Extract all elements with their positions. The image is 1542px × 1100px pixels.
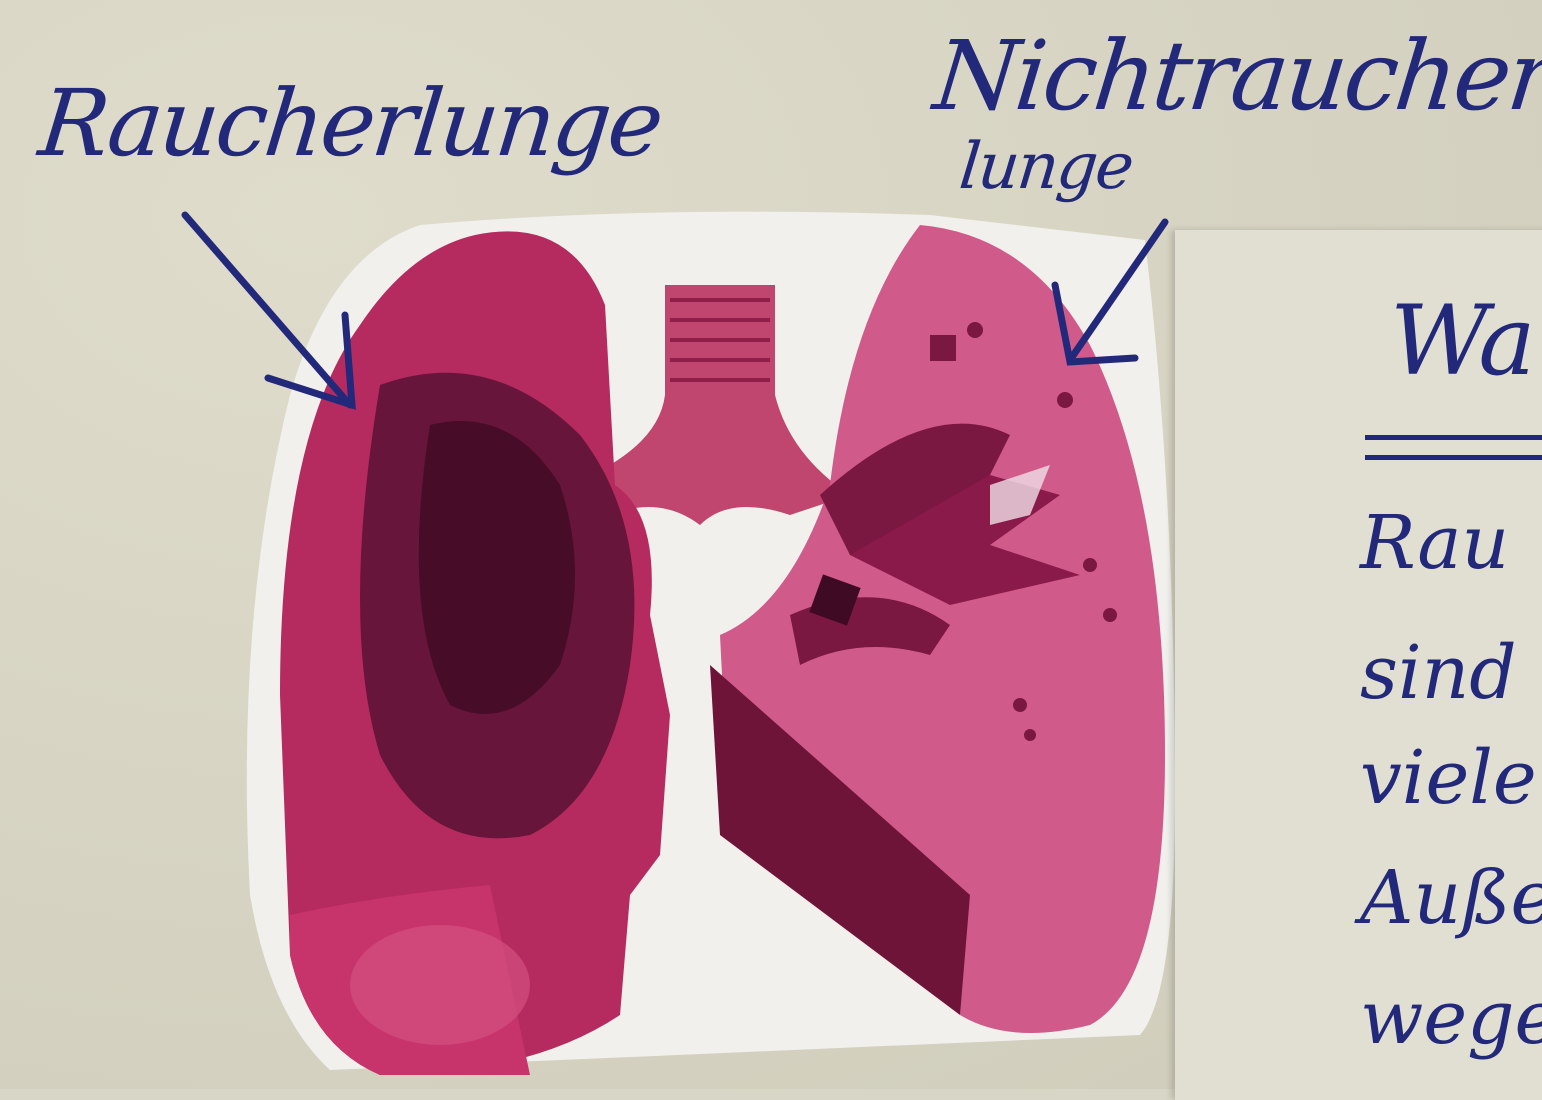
arrow-nonsmoker (1070, 222, 1165, 360)
